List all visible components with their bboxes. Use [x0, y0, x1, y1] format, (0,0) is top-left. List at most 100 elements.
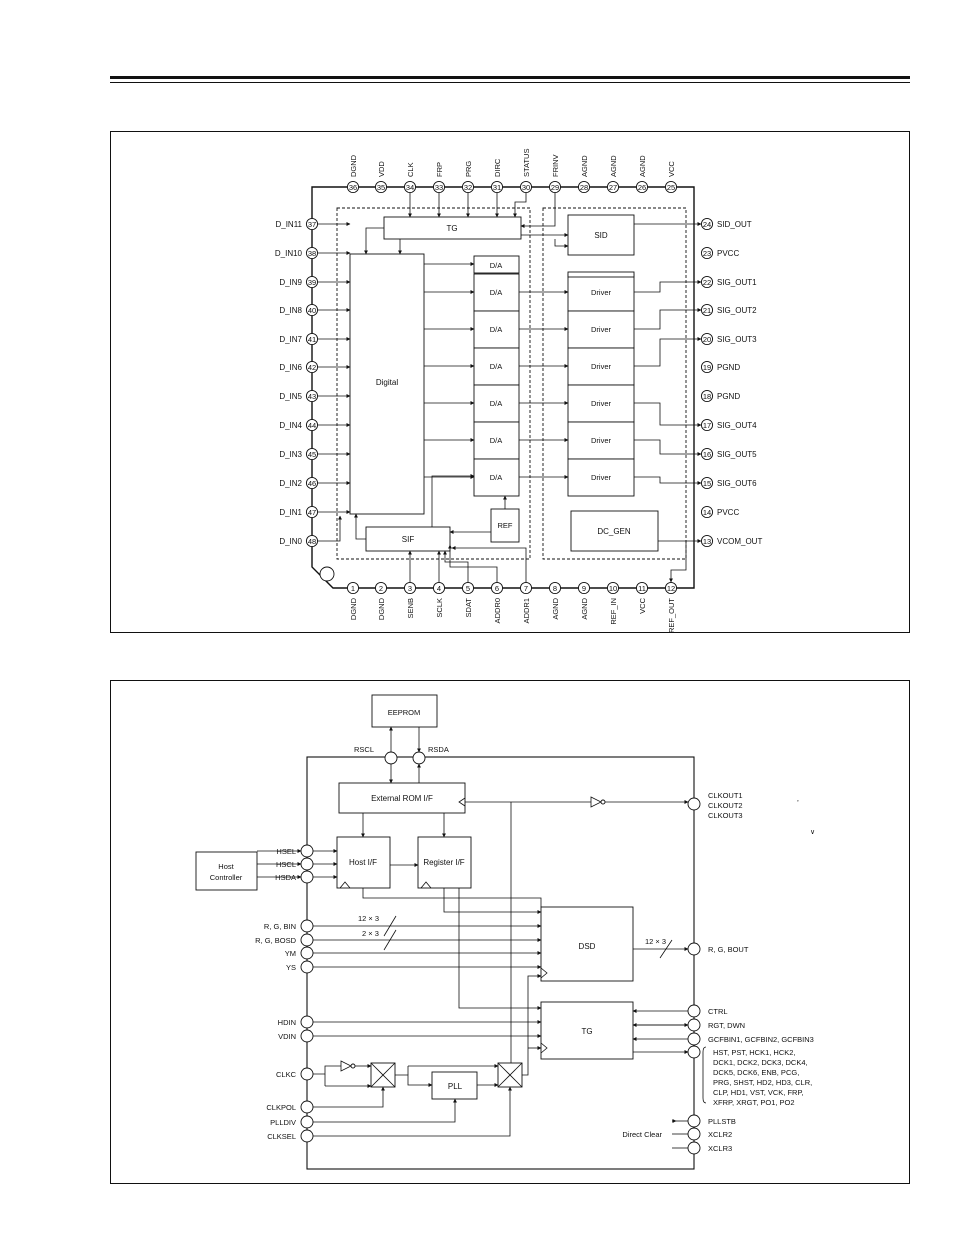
clkpol-wire — [313, 1086, 385, 1108]
tg-output-label-5: XFRP, XRGT, PO1, PO2 — [713, 1098, 795, 1107]
left-pin-46-number: 46 — [308, 479, 316, 488]
driver-label-1: Driver — [591, 288, 612, 297]
top-pin-label-33: FRP — [435, 162, 444, 177]
corner-mark-2: ∨ — [810, 829, 815, 836]
register-if-label: Register I/F — [423, 858, 464, 867]
top-pin-29-circle — [548, 180, 562, 194]
right-pin-20-circle — [700, 332, 714, 346]
rsda-label: RSDA — [428, 745, 449, 754]
mux1-x2 — [370, 1062, 396, 1088]
bus-slash-rgbin — [383, 915, 397, 937]
right-pin-label-17: SIG_OUT4 — [717, 421, 757, 430]
status-wire — [513, 193, 527, 218]
right-pin-label-24: SID_OUT — [717, 220, 752, 229]
bottom-pin-label-9: AGND — [580, 597, 589, 619]
left-pin-42-number: 42 — [308, 363, 316, 372]
top-pin-28-circle — [577, 180, 591, 194]
addr0-wire — [448, 544, 498, 582]
pllstb-label: PLLSTB — [708, 1117, 736, 1126]
top-pin-34-circle — [403, 180, 417, 194]
left-pin-41-circle — [305, 332, 319, 346]
right-pin-19-number: 19 — [703, 363, 711, 372]
right-pin-21-number: 21 — [703, 306, 711, 315]
tg-output-label-1: DCK1, DCK2, DCK3, DCK4, — [713, 1058, 808, 1067]
driver-label-2: Driver — [591, 325, 612, 334]
rsda-pin — [412, 751, 426, 765]
bottom-pin-12-circle — [664, 581, 678, 595]
top-pin-label-28: AGND — [580, 155, 589, 177]
regif-clock-marker — [420, 881, 432, 889]
host-if-block — [336, 836, 391, 889]
bottom-pin-10-circle — [606, 581, 620, 595]
left-pin-3 — [300, 919, 314, 933]
right-pin-19-circle — [700, 360, 714, 374]
bottom-pin-label-10: REF_IN — [609, 598, 618, 625]
clkout-buffer — [590, 796, 602, 808]
clk-to-dsd-wire — [522, 974, 542, 1076]
bottom-pin-8-number: 8 — [553, 584, 557, 593]
left-pin-label-2: HSDA — [275, 873, 296, 882]
driver-block-3 — [567, 347, 635, 386]
left-pin-1 — [300, 857, 314, 871]
right-pin-18-circle — [700, 389, 714, 403]
bus-slash-rgbout — [659, 939, 673, 959]
da-label-3: D/A — [490, 362, 503, 371]
driver-label-3: Driver — [591, 362, 612, 371]
clkout-buffer-bubble — [600, 799, 606, 805]
top-pin-label-29: FRINV — [551, 155, 560, 178]
sid-label: SID — [594, 231, 608, 240]
left-pin-label-3: R, G, BIN — [264, 922, 296, 931]
top-pin-label-35: VDD — [377, 161, 386, 177]
rscl-pin — [384, 751, 398, 765]
driver-block-1 — [567, 273, 635, 312]
bottom-pin-2-number: 2 — [379, 584, 383, 593]
da-label-5: D/A — [490, 436, 503, 445]
rgt-dwn-label: RGT, DWN — [708, 1021, 745, 1030]
register-if-block — [417, 836, 472, 889]
bottom-pin-6-number: 6 — [495, 584, 499, 593]
left-pin-label-47: D_IN1 — [279, 508, 302, 517]
top-pin-35-number: 35 — [377, 183, 385, 192]
top-pin-34-number: 34 — [406, 183, 414, 192]
right-pin-clkout — [687, 797, 701, 811]
bottom-pin-9-number: 9 — [582, 584, 586, 593]
left-pin-8 — [300, 1029, 314, 1043]
right-pin-ctrl — [687, 1004, 701, 1018]
left-pin-label-45: D_IN3 — [279, 450, 302, 459]
left-pin-label-48: D_IN0 — [279, 537, 302, 546]
bottom-pin-10-number: 10 — [609, 584, 617, 593]
right-pin-20-number: 20 — [703, 335, 711, 344]
top-pin-27-circle — [606, 180, 620, 194]
left-pin-label-12: CLKSEL — [267, 1132, 296, 1141]
top-pin-label-30: STATUS — [522, 149, 531, 177]
mux2-x2 — [497, 1062, 523, 1088]
bus-12x3-label: 12 × 3 — [358, 914, 379, 923]
ext-rom-if-block — [338, 782, 466, 814]
clkc-in-wire — [313, 1065, 341, 1075]
left-pin-label-5: YM — [285, 949, 296, 958]
clksel-wire — [313, 1086, 512, 1137]
tg-output-label-3: PRG, SHST, HD2, HD3, CLR, — [713, 1078, 812, 1087]
left-pin-42-circle — [305, 360, 319, 374]
right-pin-14-number: 14 — [703, 508, 711, 517]
sid-block — [567, 214, 635, 256]
bottom-pin-5-number: 5 — [466, 584, 470, 593]
dcgen-block — [570, 510, 659, 552]
tg-label: TG — [446, 224, 457, 233]
left-pin-47-number: 47 — [308, 508, 316, 517]
da-label-1: D/A — [490, 288, 503, 297]
hostif-dsd-wire — [362, 888, 542, 907]
clkout-label-2: CLKOUT3 — [708, 811, 743, 820]
bottom-pin-1-number: 1 — [351, 584, 355, 593]
left-pin-47-circle — [305, 505, 319, 519]
right-pin-23-number: 23 — [703, 249, 711, 258]
left-pin-48-circle — [305, 534, 319, 548]
pll-block — [431, 1071, 478, 1100]
host-controller-label-2: Controller — [210, 873, 243, 882]
dsd-label: DSD — [579, 942, 596, 951]
clkout-label-1: CLKOUT2 — [708, 801, 743, 810]
right-pin-label-16: SIG_OUT5 — [717, 450, 757, 459]
pinout-diagram: 36DGND35VDD34CLK33FRP32PRG31DIRC30STATUS… — [275, 149, 763, 634]
